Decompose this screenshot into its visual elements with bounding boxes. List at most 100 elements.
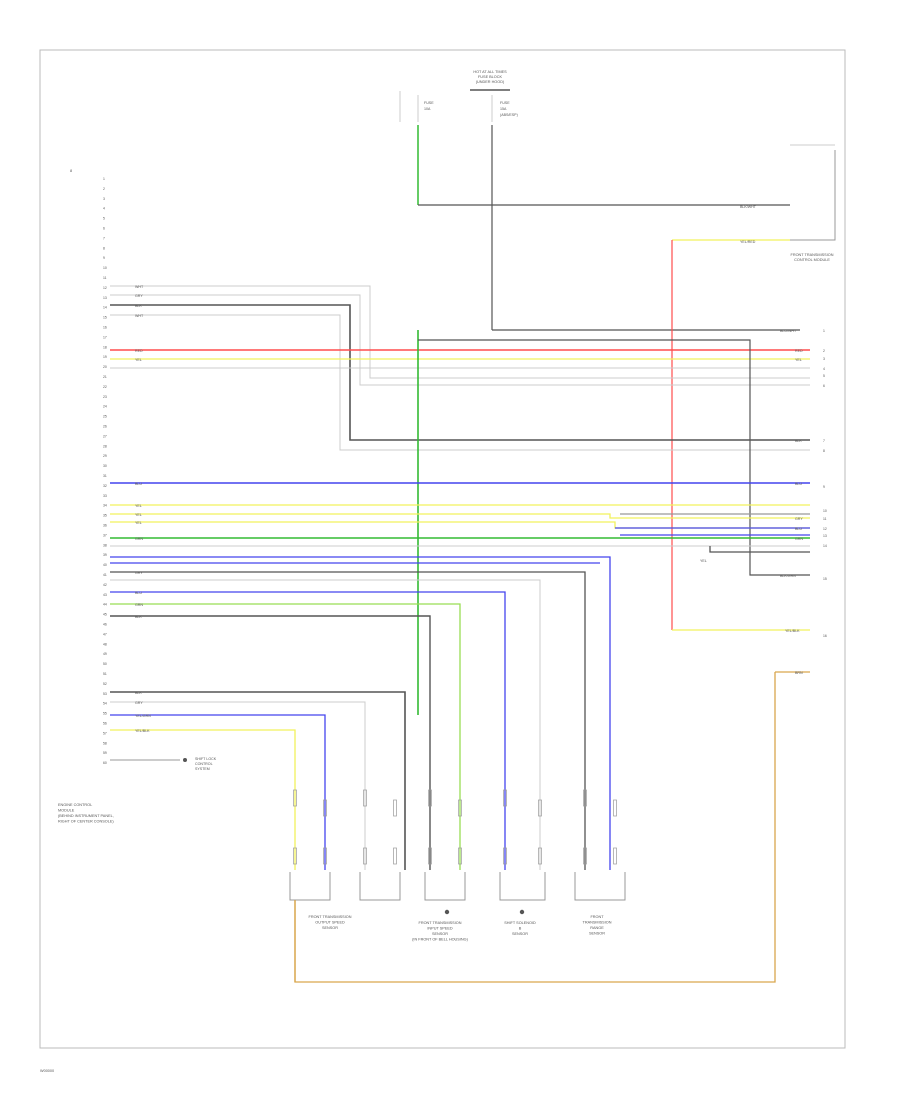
left-pin-number: 45 <box>103 613 107 617</box>
connector-stub <box>363 789 367 807</box>
right-pin-number: 8 <box>823 449 825 453</box>
module-title-line: MODULE <box>58 809 75 813</box>
left-pin-number: 46 <box>103 623 107 627</box>
connector-stub-low <box>503 847 507 865</box>
left-pin-number: 24 <box>103 405 107 409</box>
fuse-box-title: HOT AT ALL TIMES <box>473 70 507 74</box>
left-pin-number: 34 <box>103 504 107 508</box>
right-pin-number: 13 <box>823 534 827 538</box>
sensor-body <box>574 872 626 901</box>
left-pin-number: 13 <box>103 296 107 300</box>
wire-label-yel-1: YEL <box>135 358 142 362</box>
right-pin-number: 11 <box>823 517 827 521</box>
component-label: SHIFT SOLENOID <box>504 921 536 925</box>
left-pin-number: 11 <box>103 276 107 280</box>
wire-label-yel-top: YEL/RED <box>740 240 756 244</box>
wire-label-gry-1: GRY <box>135 294 143 298</box>
connector-stub-low <box>583 847 587 865</box>
left-pin-number: 26 <box>103 425 107 429</box>
wire-label-grn: GRN <box>135 537 143 541</box>
left-pin-number: 41 <box>103 573 107 577</box>
right-pin-number: 16 <box>823 634 827 638</box>
wire-label-blk-1: BLK <box>135 304 142 308</box>
wire-wht-1 <box>110 285 810 379</box>
right-pin-number: 12 <box>823 527 827 531</box>
left-pin-number: 25 <box>103 415 107 419</box>
left-pin-number: 44 <box>103 603 107 607</box>
wire-blk-2 <box>418 339 810 576</box>
wire-label-yelblk: YEL/BLK <box>785 629 800 633</box>
component-label: FRONT <box>590 915 604 919</box>
sensor-body <box>499 872 546 901</box>
wire-label-yel-4: YEL <box>135 521 142 525</box>
left-pin-number: 28 <box>103 444 107 448</box>
wire-blu-4 <box>110 591 506 870</box>
wire-label-gry-r: GRY <box>795 517 803 521</box>
right-pin-number: 2 <box>823 349 825 353</box>
left-pin-number: 36 <box>103 524 107 528</box>
left-pin-number: 42 <box>103 583 107 587</box>
wire-label-blu-r: BLU <box>795 527 802 531</box>
diagram-frame <box>39 49 846 1049</box>
right-pin-number: 15 <box>823 577 827 581</box>
connector-stub <box>613 799 617 817</box>
left-pin-number: 19 <box>103 355 107 359</box>
connector-stub-low <box>538 847 542 865</box>
sensor-body <box>289 872 331 901</box>
connector-stub <box>428 789 432 807</box>
left-pin-number: 29 <box>103 454 107 458</box>
connector-stub-low <box>428 847 432 865</box>
left-pin-number: 17 <box>103 335 107 339</box>
wire-label-yel-3: YEL <box>135 513 142 517</box>
right-pin-number: 1 <box>823 329 825 333</box>
right-pin-number: 10 <box>823 509 827 513</box>
ground-note: SHIFT LOCK <box>195 757 217 761</box>
fuse-box-title: FUSE BLOCK <box>478 75 503 79</box>
connector-stub-low <box>323 847 327 865</box>
component-label: FRONT TRANSMISSION <box>419 921 462 925</box>
left-pin-number: 30 <box>103 464 107 468</box>
connector-stub-low <box>363 847 367 865</box>
fuse-right-label: FUSE <box>500 101 510 105</box>
wire-label-brn: BRN <box>795 671 803 675</box>
right-pin-number: 9 <box>823 485 825 489</box>
wire-lgrn <box>110 603 461 870</box>
left-pin-number: 39 <box>103 553 107 557</box>
left-pin-number: 50 <box>103 662 107 666</box>
wire-label-blu-4: BLU <box>135 591 142 595</box>
module-header: 8 <box>70 169 72 173</box>
wire-label-red-r: RED <box>795 349 803 353</box>
shift-lock-dot <box>183 758 187 762</box>
wire-blk-1 <box>110 304 810 441</box>
left-pin-number: 60 <box>103 761 107 765</box>
wire-yel-4 <box>110 521 810 529</box>
left-pin-number: 54 <box>103 702 107 706</box>
left-pin-number: 47 <box>103 632 107 636</box>
module-title-line: ENGINE CONTROL <box>58 803 92 807</box>
wire-label-yelblk-2: YEL/BLK <box>135 729 150 733</box>
sensor-ground-dot-1 <box>444 909 450 915</box>
wire-label-blu-1r: BLU <box>795 482 802 486</box>
wire-blk-3 <box>709 546 810 553</box>
left-pin-number: 58 <box>103 741 107 745</box>
component-label: SENSOR <box>512 932 528 936</box>
wire-label-blk-5: BLK <box>135 615 142 619</box>
connector-stub-low <box>393 847 397 865</box>
wire-label-wht-3: WHT <box>135 314 144 318</box>
wire-label-gry-3: GRY <box>135 701 143 705</box>
wire-label-bluwht: BLU/WHT <box>780 329 797 333</box>
left-pin-number: 18 <box>103 345 107 349</box>
left-pin-number: 37 <box>103 533 107 537</box>
wire-label-blk-6: BLK <box>135 691 142 695</box>
wire-label-yelgrn: YEL/GRN <box>135 714 151 718</box>
wire-blu-2 <box>110 556 611 870</box>
left-pin-number: 16 <box>103 326 107 330</box>
wire-wht-3 <box>110 314 810 451</box>
wire-yel-5 <box>110 729 296 870</box>
right-pin-number: 4 <box>823 367 825 371</box>
left-pin-number: 4 <box>103 207 105 211</box>
right-pin-number: 7 <box>823 439 825 443</box>
component-label: FRONT TRANSMISSION <box>309 915 352 919</box>
right-pin-number: 5 <box>823 374 825 378</box>
